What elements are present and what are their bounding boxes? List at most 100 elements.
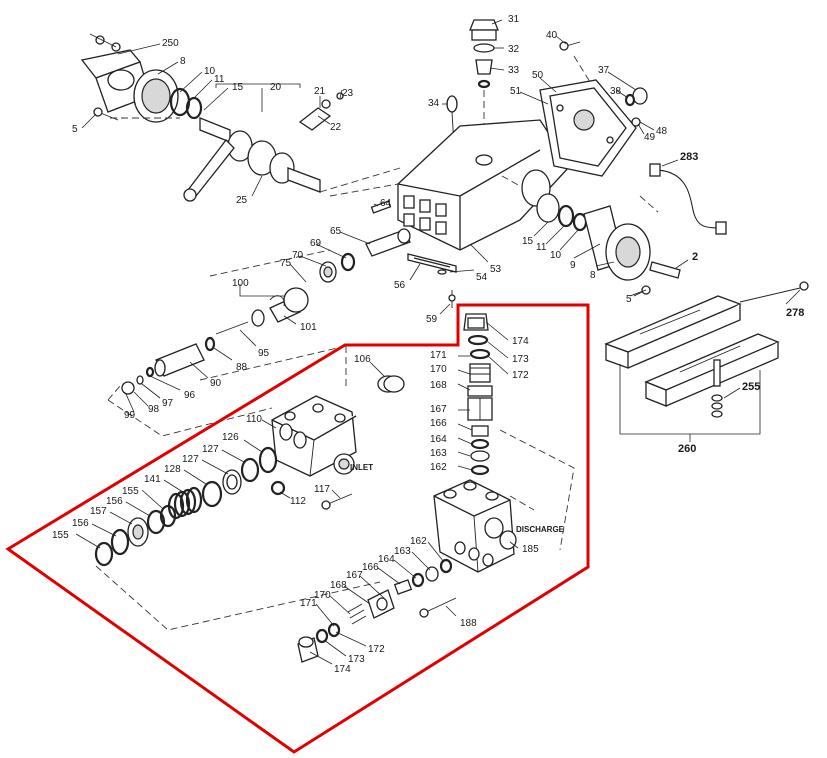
label-2: 2 bbox=[692, 251, 698, 263]
label-110: 110 bbox=[246, 414, 262, 425]
label-164b: 164 bbox=[378, 554, 395, 565]
label-8b: 8 bbox=[590, 270, 596, 281]
label-255: 255 bbox=[742, 381, 760, 393]
manifold-assembly bbox=[94, 313, 575, 663]
label-20: 20 bbox=[270, 82, 282, 93]
base-rail-assembly bbox=[604, 281, 809, 442]
label-56: 56 bbox=[394, 280, 406, 291]
label-59: 59 bbox=[426, 314, 438, 325]
crankcase-assembly bbox=[209, 19, 727, 308]
label-171b: 171 bbox=[300, 598, 317, 609]
label-15: 15 bbox=[232, 82, 244, 93]
highlight-outline bbox=[5, 303, 590, 754]
label-164: 164 bbox=[430, 434, 447, 445]
label-168b: 168 bbox=[330, 580, 347, 591]
label-37: 37 bbox=[598, 65, 610, 76]
label-127: 127 bbox=[202, 444, 219, 455]
label-97: 97 bbox=[162, 398, 174, 409]
label-171: 171 bbox=[430, 350, 447, 361]
part-labels: 250 8 10 11 15 5 20 21 23 22 25 31 32 33… bbox=[52, 14, 804, 675]
label-48: 48 bbox=[656, 126, 668, 137]
label-34: 34 bbox=[428, 98, 440, 109]
crankshaft-assembly bbox=[80, 33, 401, 202]
label-163b: 163 bbox=[394, 546, 411, 557]
label-65: 65 bbox=[330, 226, 342, 237]
label-162: 162 bbox=[430, 462, 447, 473]
label-51: 51 bbox=[510, 86, 522, 97]
label-50: 50 bbox=[532, 70, 544, 81]
label-117: 117 bbox=[314, 484, 330, 495]
label-8: 8 bbox=[180, 56, 186, 67]
label-40: 40 bbox=[546, 30, 558, 41]
label-99: 99 bbox=[124, 410, 136, 421]
label-53: 53 bbox=[490, 264, 502, 275]
label-33: 33 bbox=[508, 65, 520, 76]
label-69: 69 bbox=[310, 238, 322, 249]
label-5: 5 bbox=[72, 124, 78, 135]
label-155: 155 bbox=[122, 486, 139, 497]
inlet-label: INLET bbox=[350, 463, 373, 472]
label-112: 112 bbox=[290, 496, 306, 507]
label-31: 31 bbox=[508, 14, 520, 25]
label-25: 25 bbox=[236, 195, 248, 206]
label-283: 283 bbox=[680, 151, 698, 163]
label-23: 23 bbox=[342, 88, 354, 99]
label-75: 75 bbox=[280, 258, 292, 269]
label-170: 170 bbox=[430, 364, 447, 375]
label-128: 128 bbox=[164, 464, 181, 475]
label-98: 98 bbox=[148, 404, 160, 415]
label-167: 167 bbox=[430, 404, 447, 415]
label-10: 10 bbox=[204, 66, 216, 77]
label-172: 172 bbox=[512, 370, 529, 381]
label-100: 100 bbox=[232, 278, 249, 289]
label-126: 126 bbox=[222, 432, 239, 443]
label-15b: 15 bbox=[522, 236, 534, 247]
label-157: 157 bbox=[90, 506, 107, 517]
label-174b: 174 bbox=[334, 664, 351, 675]
label-11b: 11 bbox=[536, 242, 547, 253]
label-38: 38 bbox=[610, 86, 622, 97]
label-95: 95 bbox=[258, 348, 270, 359]
label-127b: 127 bbox=[182, 454, 199, 465]
label-260: 260 bbox=[678, 443, 696, 455]
label-170b: 170 bbox=[314, 590, 331, 601]
label-156: 156 bbox=[106, 496, 123, 507]
label-172b: 172 bbox=[368, 644, 385, 655]
label-188: 188 bbox=[460, 618, 477, 629]
label-90: 90 bbox=[210, 378, 222, 389]
label-167b: 167 bbox=[346, 570, 363, 581]
label-141: 141 bbox=[144, 474, 161, 485]
label-5b: 5 bbox=[626, 294, 632, 305]
label-166: 166 bbox=[430, 418, 447, 429]
label-88: 88 bbox=[236, 362, 248, 373]
plunger-assembly bbox=[107, 284, 405, 437]
label-155b: 155 bbox=[52, 530, 69, 541]
label-11: 11 bbox=[214, 74, 225, 85]
label-70: 70 bbox=[292, 250, 304, 261]
label-250: 250 bbox=[162, 38, 179, 49]
label-162b: 162 bbox=[410, 536, 427, 547]
label-10b: 10 bbox=[550, 250, 562, 261]
label-173b: 173 bbox=[348, 654, 365, 665]
label-168: 168 bbox=[430, 380, 447, 391]
label-9: 9 bbox=[570, 260, 576, 271]
label-49: 49 bbox=[644, 132, 656, 143]
discharge-label: DISCHARGE bbox=[516, 525, 565, 534]
label-21: 21 bbox=[314, 86, 326, 97]
label-278: 278 bbox=[786, 307, 804, 319]
label-64: 64 bbox=[380, 198, 392, 209]
label-163: 163 bbox=[430, 448, 447, 459]
label-166b: 166 bbox=[362, 562, 379, 573]
label-22: 22 bbox=[330, 122, 342, 133]
leader-lines bbox=[75, 19, 801, 665]
label-174: 174 bbox=[512, 336, 529, 347]
label-96: 96 bbox=[184, 390, 196, 401]
label-101: 101 bbox=[300, 322, 317, 333]
label-32: 32 bbox=[508, 44, 520, 55]
label-173: 173 bbox=[512, 354, 529, 365]
label-185: 185 bbox=[522, 544, 539, 555]
label-54: 54 bbox=[476, 272, 488, 283]
label-106: 106 bbox=[354, 354, 371, 365]
label-156b: 156 bbox=[72, 518, 89, 529]
